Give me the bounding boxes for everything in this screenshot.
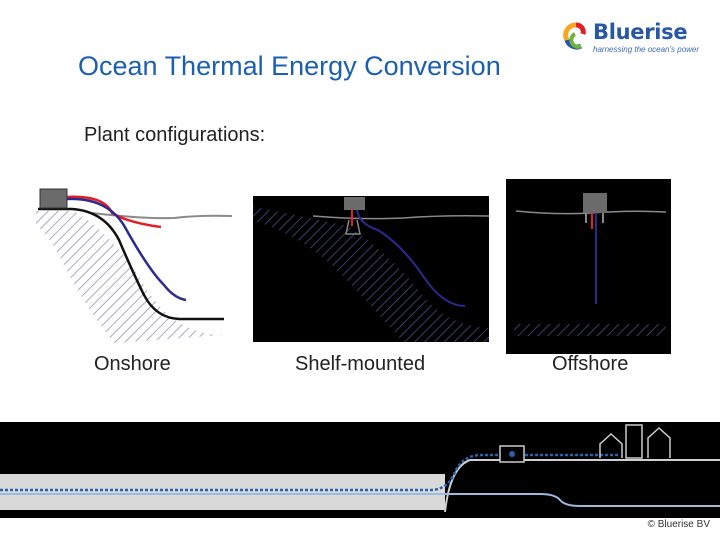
offshore-diagram: [506, 179, 671, 354]
plant-building: [344, 197, 365, 210]
bluerise-logo-icon: [563, 22, 586, 50]
onshore-diagram: [36, 188, 233, 343]
seawater-band: [0, 474, 445, 510]
warm-pipeline: [0, 493, 720, 507]
plant-building: [583, 193, 607, 213]
slide-title: Ocean Thermal Energy Conversion: [78, 51, 501, 81]
return-pipe: [38, 207, 224, 321]
bluerise-logo: Bluerise harnessing the ocean's power: [563, 20, 703, 58]
coastline: [445, 458, 720, 518]
tower-icon: [625, 424, 643, 459]
water-drop-icon: [509, 451, 515, 457]
sea-surface: [312, 215, 489, 220]
seabed-hatch: [253, 206, 489, 342]
cold-water-pipe: [65, 197, 187, 302]
platform-legs: [345, 219, 361, 235]
seabed-hatch: [514, 324, 666, 336]
caption-shelf-mounted: Shelf-mounted: [295, 353, 426, 375]
plant-building: [39, 188, 68, 209]
cold-pipeline: [0, 453, 620, 492]
caption-offshore: Offshore: [552, 353, 629, 375]
footer-banner: [0, 422, 720, 518]
slide-subtitle: Plant configurations:: [84, 124, 266, 146]
house-icon: [599, 432, 623, 458]
caption-onshore: Onshore: [94, 353, 171, 375]
seabed-hatch: [36, 211, 224, 343]
copyright-notice: © Bluerise BV: [647, 519, 710, 530]
brand-tagline: harnessing the ocean's power: [593, 45, 700, 54]
cold-water-pipe: [356, 209, 466, 307]
platform-legs: [585, 213, 604, 223]
shelf-mounted-diagram: [253, 196, 489, 342]
brand-name: Bluerise: [593, 20, 688, 44]
house-icon: [647, 426, 671, 458]
